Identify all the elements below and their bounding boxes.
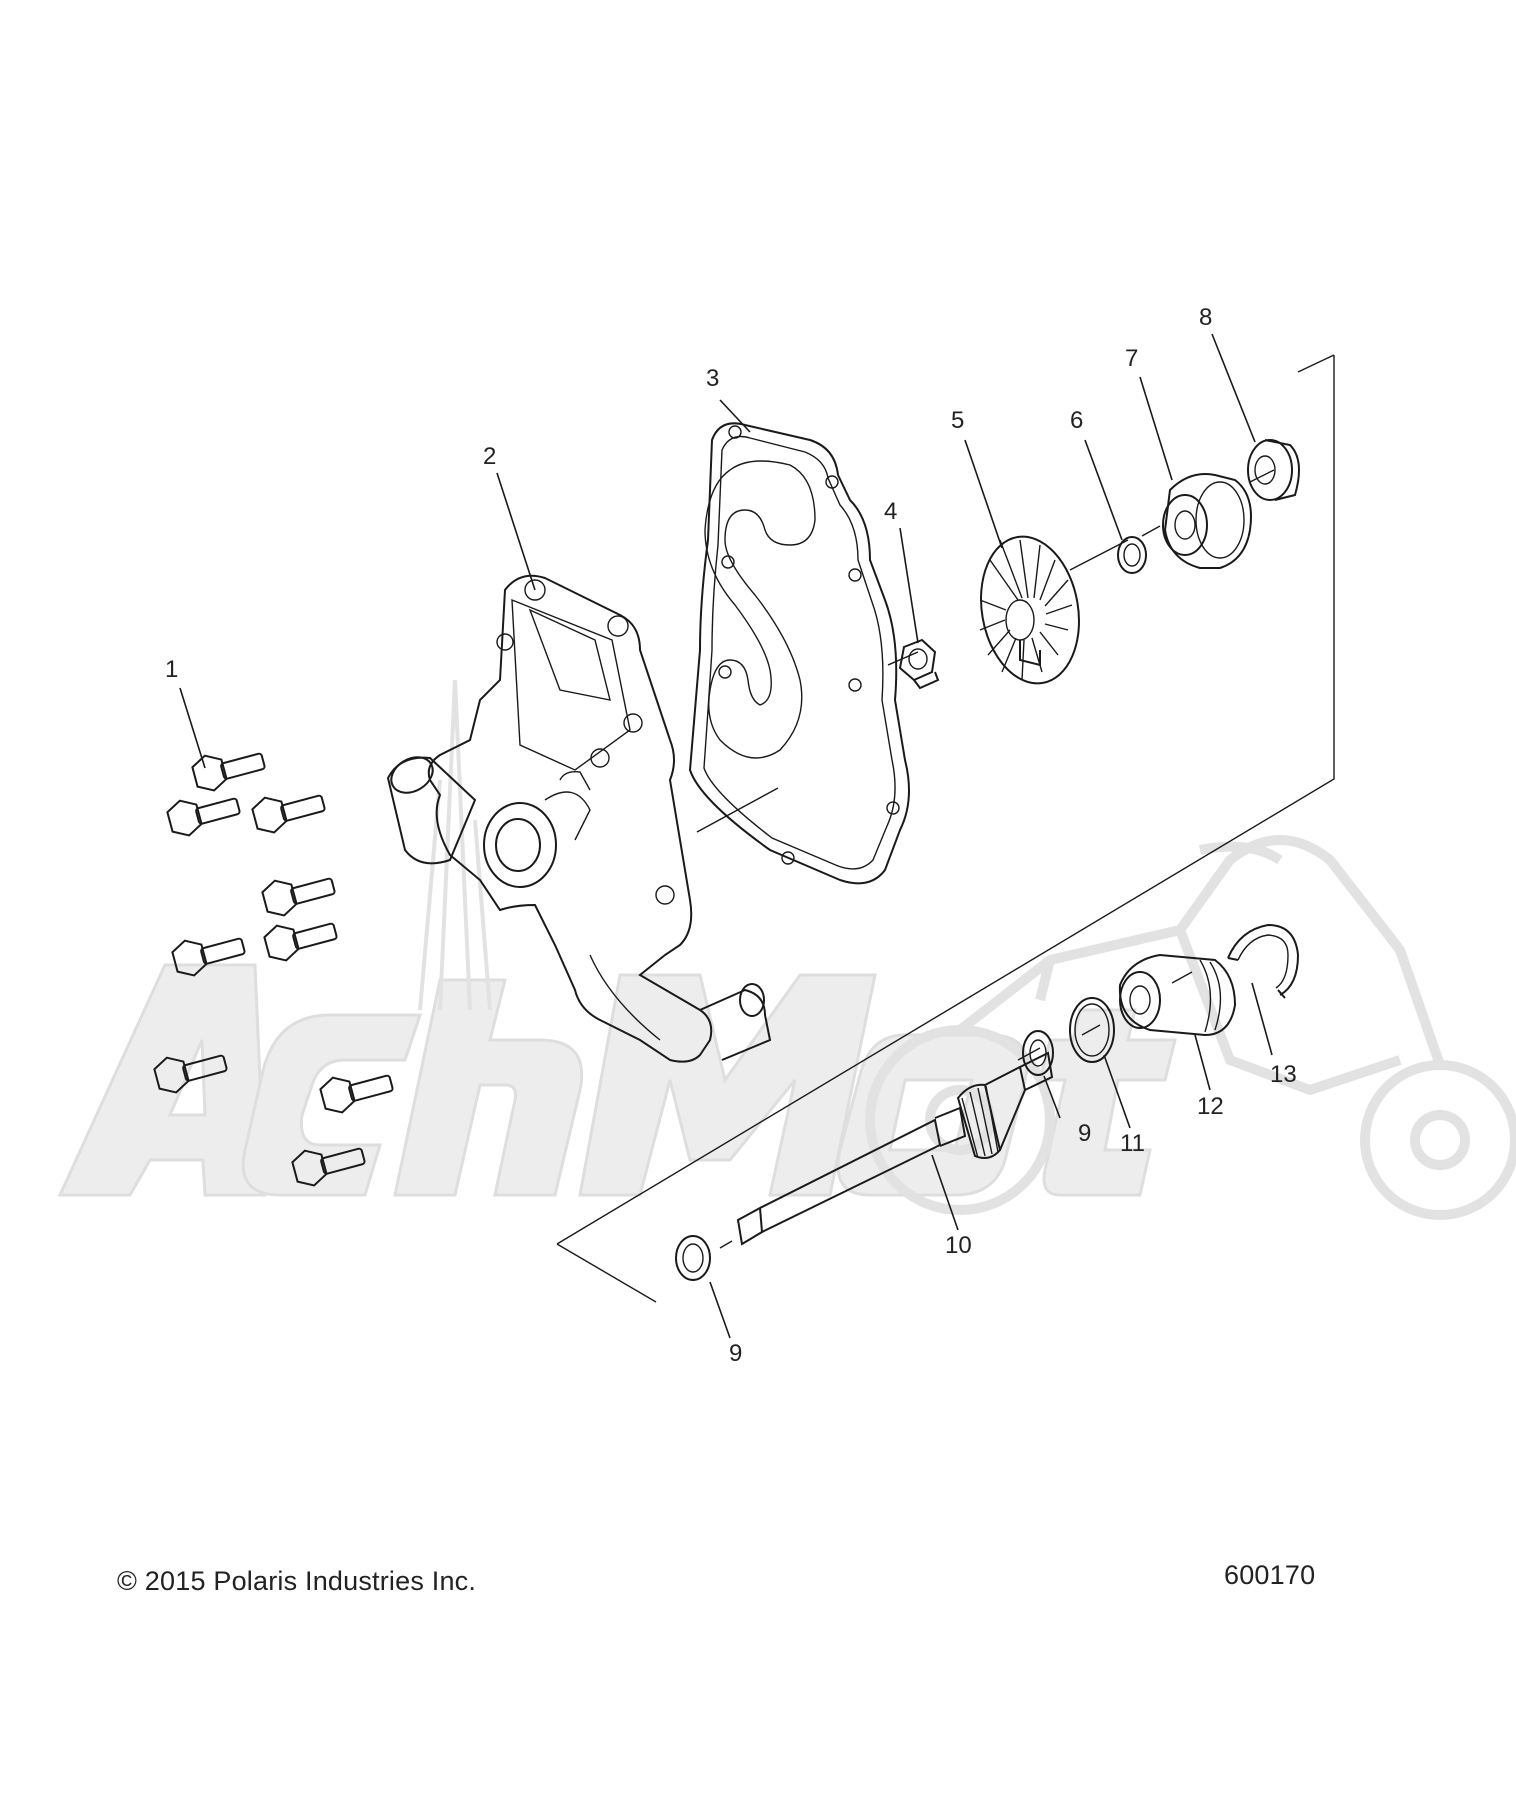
callout-4: 4 xyxy=(884,498,897,525)
callout-8: 8 xyxy=(1199,304,1212,331)
callout-5: 5 xyxy=(951,407,964,434)
part-5-impeller xyxy=(979,535,1080,685)
part-7-mechanical-seal xyxy=(1162,473,1252,569)
part-4-nut xyxy=(898,638,940,690)
watermark-letter-h xyxy=(393,978,584,1197)
watermark-letter-t xyxy=(1038,1008,1177,1197)
callout-10: 10 xyxy=(945,1232,972,1259)
callout-7: 7 xyxy=(1125,345,1138,372)
drawing-number: 600170 xyxy=(1224,1560,1316,1590)
callout-1: 1 xyxy=(165,656,178,683)
callout-labels: 1 2 3 4 5 6 7 8 9 9 10 11 12 13 xyxy=(165,304,1297,1367)
part-2-pump-housing xyxy=(386,574,772,1063)
watermark-letter-c xyxy=(241,1013,423,1197)
callout-6: 6 xyxy=(1070,407,1083,434)
part-8-oil-seal xyxy=(1247,439,1300,501)
watermark-letter-a xyxy=(57,963,267,1197)
motorcycle-watermark-icon xyxy=(865,835,1516,1220)
callout-9-upper: 9 xyxy=(1078,1120,1091,1147)
copyright-notice: © 2015 Polaris Industries Inc. xyxy=(117,1566,477,1596)
callout-2: 2 xyxy=(483,443,496,470)
part-1-bolts xyxy=(153,752,394,1187)
part-10-shaft-gear xyxy=(736,1051,1054,1246)
watermark-letter-m xyxy=(578,973,877,1197)
part-3-gasket xyxy=(688,422,910,885)
part-12-bushing xyxy=(1118,953,1237,1037)
part-13-snap-ring xyxy=(1227,923,1300,999)
callout-13: 13 xyxy=(1270,1061,1297,1088)
leader-lines xyxy=(179,333,1273,1339)
tree-watermark xyxy=(418,679,492,1011)
part-9-washer-lower xyxy=(675,1235,711,1281)
callout-9-lower: 9 xyxy=(729,1340,742,1367)
axis-lines xyxy=(556,354,1335,1303)
part-11-o-ring xyxy=(1069,997,1115,1063)
part-6-seal-ring xyxy=(1117,536,1147,574)
callout-11: 11 xyxy=(1120,1130,1145,1157)
callout-12: 12 xyxy=(1197,1093,1224,1120)
callout-3: 3 xyxy=(706,365,719,392)
